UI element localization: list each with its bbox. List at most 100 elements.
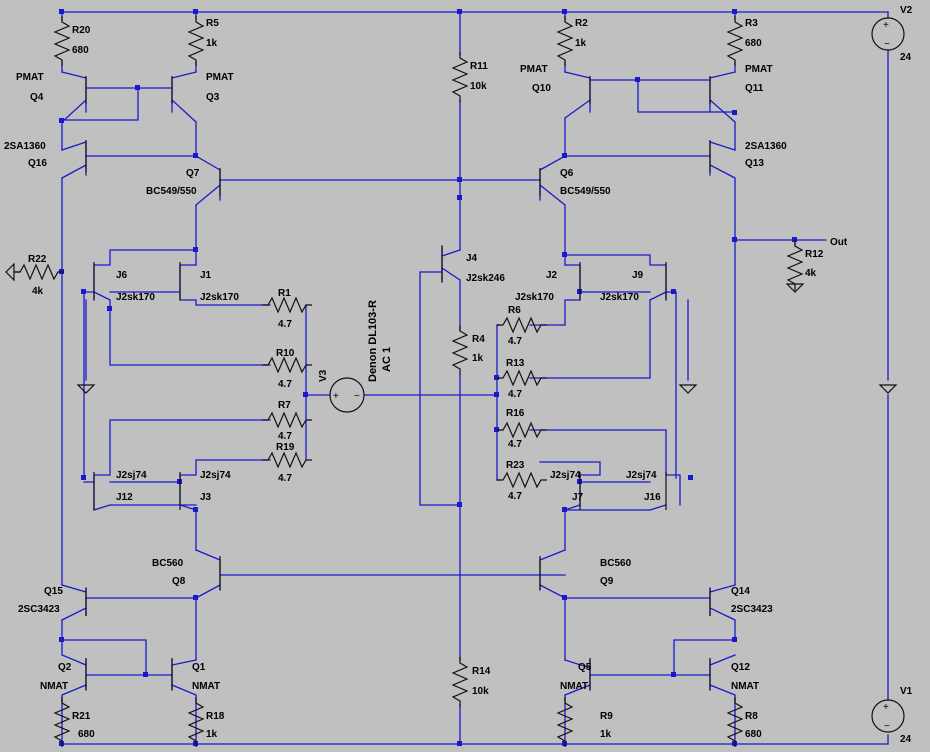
q8-value: BC560: [152, 558, 184, 569]
r4-ref: R4: [472, 334, 485, 345]
q2-ref: Q2: [58, 662, 72, 673]
resistor-r4[interactable]: R4 1k: [452, 324, 485, 376]
transistor-q11[interactable]: PMAT Q11: [745, 64, 773, 94]
transistor-q3[interactable]: PMAT Q3: [206, 72, 234, 103]
resistor-r21[interactable]: R21 680: [54, 696, 95, 748]
r12-value: 4k: [805, 268, 817, 279]
transistor-q9[interactable]: BC560 Q9: [600, 558, 632, 587]
transistor-q6[interactable]: Q6 BC549/550: [560, 168, 611, 197]
j6-ref: J6: [116, 270, 128, 281]
transistor-q13[interactable]: 2SA1360 Q13: [745, 141, 787, 169]
r14-value: 10k: [472, 686, 489, 697]
r23-value: 4.7: [508, 491, 522, 502]
q7-ref: Q7: [186, 168, 200, 179]
q9-value: BC560: [600, 558, 632, 569]
resistor-r9[interactable]: R9 1k: [557, 696, 613, 748]
jfet-j6[interactable]: J6 J2sk170: [116, 270, 155, 303]
transistor-q12[interactable]: Q12 NMAT: [731, 662, 759, 692]
jfet-j4[interactable]: J4 J2sk246: [466, 253, 505, 284]
q4-ref: Q4: [30, 92, 44, 103]
r9-ref: R9: [600, 711, 613, 722]
v3-model: Denon DL103-R: [367, 300, 379, 382]
transistor-q5[interactable]: Q5 NMAT: [560, 662, 592, 692]
resistor-r5[interactable]: R5 1k: [188, 15, 219, 67]
source-v2[interactable]: + − V2 24: [871, 5, 913, 63]
r8-ref: R8: [745, 711, 758, 722]
source-v3[interactable]: + − V3 Denon DL103-R AC 1: [318, 300, 393, 413]
j1-value: J2sk170: [200, 292, 239, 303]
resistor-r3[interactable]: R3 680: [727, 15, 762, 67]
transistor-q16[interactable]: 2SA1360 Q16: [4, 141, 47, 169]
transistor-q15[interactable]: Q15 2SC3423: [18, 586, 63, 615]
r13-ref: R13: [506, 358, 525, 369]
svg-text:+: +: [333, 391, 339, 402]
resistor-r16[interactable]: R16 4.7: [496, 408, 548, 450]
r4-value: 1k: [472, 353, 484, 364]
r11-value: 10k: [470, 81, 487, 92]
r3-ref: R3: [745, 18, 758, 29]
resistor-r12[interactable]: R12 4k: [787, 239, 824, 291]
resistor-r7[interactable]: R7 4.7: [261, 400, 313, 442]
resistor-r10[interactable]: R10 4.7: [261, 348, 313, 390]
net-label-out: Out: [830, 237, 848, 248]
source-v1[interactable]: + − V1 24: [871, 686, 913, 745]
r8-value: 680: [745, 729, 762, 740]
jfet-j9[interactable]: J9 J2sk170: [600, 270, 644, 303]
v1-value: 24: [900, 734, 912, 745]
transistor-q7[interactable]: Q7 BC549/550: [146, 168, 200, 197]
resistor-r6[interactable]: R6 4.7: [496, 305, 548, 347]
resistor-r13[interactable]: R13 4.7: [496, 358, 548, 400]
resistor-r1[interactable]: R1 4.7: [261, 288, 313, 330]
jfet-j2[interactable]: J2 J2sk170: [515, 270, 558, 303]
svg-text:−: −: [884, 39, 890, 50]
transistor-q4[interactable]: PMAT Q4: [16, 72, 44, 103]
j7-value: J2sj74: [550, 470, 581, 481]
ground-symbols: [5, 262, 897, 394]
q9-ref: Q9: [600, 576, 614, 587]
r10-ref: R10: [276, 348, 295, 359]
q10-value: PMAT: [520, 64, 548, 75]
r16-value: 4.7: [508, 439, 522, 450]
resistor-r11[interactable]: R11 10k: [452, 51, 488, 103]
transistor-q2[interactable]: Q2 NMAT: [40, 662, 72, 692]
resistor-r22[interactable]: R22 4k: [13, 254, 65, 297]
r11-ref: R11: [470, 61, 488, 72]
resistor-r2[interactable]: R2 1k: [557, 15, 588, 67]
resistor-r8[interactable]: R8 680: [727, 696, 762, 748]
resistor-r14[interactable]: R14 10k: [452, 656, 491, 708]
transistor-q14[interactable]: Q14 2SC3423: [731, 586, 773, 615]
r2-ref: R2: [575, 18, 588, 29]
q15-ref: Q15: [44, 586, 63, 597]
q2-value: NMAT: [40, 681, 68, 692]
jfet-j1[interactable]: J1 J2sk170: [200, 270, 239, 303]
jfet-j3[interactable]: J2sj74 J3: [200, 470, 231, 503]
resistor-r23[interactable]: R23 4.7: [496, 460, 548, 502]
j16-value: J2sj74: [626, 470, 657, 481]
j16-ref: J16: [644, 492, 661, 503]
q3-ref: Q3: [206, 92, 220, 103]
j3-ref: J3: [200, 492, 212, 503]
svg-text:−: −: [354, 391, 360, 402]
r18-ref: R18: [206, 711, 225, 722]
jfet-j16[interactable]: J2sj74 J16: [626, 470, 661, 503]
transistor-q1[interactable]: Q1 NMAT: [192, 662, 220, 692]
r1-value: 4.7: [278, 319, 292, 330]
resistor-r18[interactable]: R18 1k: [188, 696, 225, 748]
q11-ref: Q11: [745, 83, 764, 94]
resistor-r20[interactable]: R20 680: [54, 15, 91, 67]
jfet-j7[interactable]: J2sj74 J7: [550, 470, 584, 503]
j6-value: J2sk170: [116, 292, 155, 303]
r21-ref: R21: [72, 711, 91, 722]
transistor-q10[interactable]: PMAT Q10: [520, 64, 551, 94]
r13-value: 4.7: [508, 389, 522, 400]
resistor-r19[interactable]: R19 4.7: [261, 442, 313, 484]
svg-text:+: +: [883, 702, 889, 713]
jfet-j12[interactable]: J2sj74 J12: [116, 470, 147, 503]
q15-value: 2SC3423: [18, 604, 60, 615]
wires: [13, 11, 889, 745]
v3-value: AC 1: [381, 347, 393, 372]
transistor-q8[interactable]: BC560 Q8: [152, 558, 186, 587]
r6-ref: R6: [508, 305, 521, 316]
q13-value: 2SA1360: [745, 141, 787, 152]
